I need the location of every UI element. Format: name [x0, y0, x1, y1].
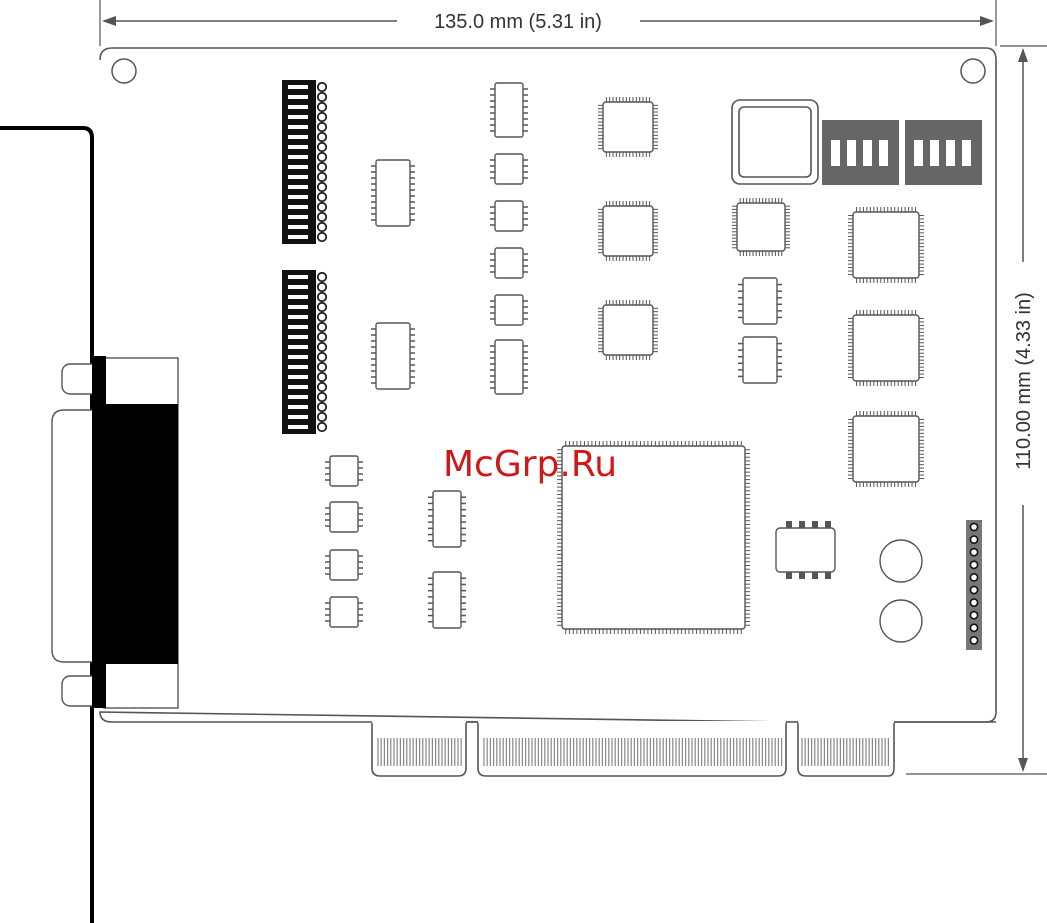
chip-qfp-4: [732, 198, 790, 256]
width-dimension: 135.0 mm (5.31 in): [100, 0, 996, 46]
chip-qfp-2: [598, 201, 658, 261]
pin-header-right: [966, 520, 982, 650]
chip-soic-2: [371, 323, 415, 389]
dip-switch-2: [905, 120, 982, 185]
capacitor-1: [880, 540, 922, 582]
chip-soic-4: [490, 154, 528, 184]
chip-qfp-5: [848, 207, 924, 283]
chip-soic-6: [490, 248, 528, 278]
chip-dip-small: [776, 521, 835, 579]
oscillator: [732, 100, 818, 184]
chip-soic-13: [428, 491, 466, 547]
height-label: 110.00 mm (4.33 in): [1013, 292, 1035, 470]
watermark: McGrp.Ru: [443, 444, 617, 485]
chip-soic-11: [325, 550, 363, 580]
chip-soic-5: [490, 201, 528, 231]
db-connector: [52, 356, 178, 708]
chip-qfp-1: [598, 97, 658, 157]
chip-soic-8: [490, 340, 528, 394]
chip-soic-3: [490, 83, 528, 137]
width-label: 135.0 mm (5.31 in): [434, 11, 602, 33]
chip-soic-1: [371, 160, 415, 226]
pin-header-2: [282, 270, 326, 434]
chip-soic-16: [738, 337, 782, 383]
chip-soic-12: [325, 597, 363, 627]
chip-soic-14: [428, 572, 466, 628]
dip-switch-1: [822, 120, 899, 185]
mounting-hole-right: [961, 59, 985, 83]
chip-qfp-7: [848, 411, 924, 487]
chip-soic-7: [490, 295, 528, 325]
chip-soic-10: [325, 502, 363, 532]
chip-soic-15: [738, 278, 782, 324]
chip-qfp-3: [598, 300, 658, 360]
chip-soic-9: [325, 456, 363, 486]
mounting-hole-left: [112, 59, 136, 83]
capacitor-2: [880, 600, 922, 642]
chip-qfp-6: [848, 310, 924, 386]
